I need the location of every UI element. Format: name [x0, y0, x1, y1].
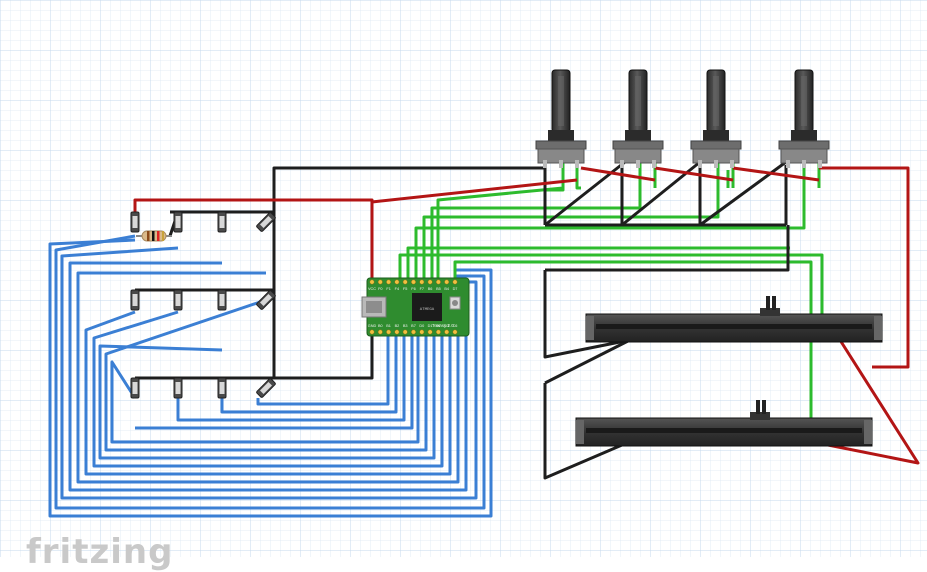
pin-label-top: B5: [436, 287, 441, 291]
pin-label-bottom: GND: [368, 324, 377, 328]
fritzing-logo: fritzing: [26, 532, 174, 572]
rotary-potentiometer[interactable]: [690, 69, 742, 168]
chip-label: ATMEGA: [420, 308, 435, 312]
slide-potentiometer-bottom[interactable]: [575, 400, 873, 447]
board-pin: [369, 279, 375, 285]
push-button[interactable]: [130, 377, 140, 399]
pin-label-top: F1: [386, 287, 390, 291]
pin-label-bottom: B1: [386, 324, 391, 328]
board-pin: [411, 329, 416, 335]
pin-label-bottom: B2: [395, 324, 400, 328]
pin-label-bottom: B0: [378, 324, 383, 328]
pin-label-bottom: D3: [444, 324, 449, 328]
push-button[interactable]: [217, 211, 227, 233]
resistor[interactable]: [136, 230, 172, 242]
green-wires: [398, 162, 824, 445]
blue-wires: [48, 234, 493, 518]
pin-label-top: F5: [403, 287, 407, 291]
board-pin: [394, 279, 400, 285]
board-pin: [394, 329, 400, 335]
board-pin: [427, 329, 433, 335]
board-pin: [419, 279, 425, 285]
board-pin: [435, 279, 441, 285]
pin-label-top: B6: [428, 287, 433, 291]
rotary-potentiometers: [535, 69, 830, 168]
push-button[interactable]: [256, 378, 276, 398]
board-pin: [386, 329, 392, 335]
push-button[interactable]: [130, 211, 140, 233]
pin-label-top: VCC: [368, 287, 376, 291]
pin-label-top: F0: [378, 287, 382, 291]
breadboard-canvas[interactable]: ATMEGA Teensy 2.0 VCCF0F1F4F5F6F7B6B5B4D…: [0, 0, 927, 557]
push-button[interactable]: [256, 290, 276, 310]
board-pin: [427, 279, 433, 285]
push-button[interactable]: [173, 211, 183, 233]
rotary-potentiometer[interactable]: [778, 69, 830, 168]
pin-label-bottom: B3: [403, 324, 408, 328]
pin-label-bottom: D1: [428, 324, 433, 328]
board-pin: [411, 279, 416, 285]
pin-label-bottom: D0: [419, 324, 424, 328]
pin-label-top: F6: [411, 287, 415, 291]
pin-label-top: D7: [453, 287, 458, 291]
red-wires: [133, 166, 920, 465]
board-pin: [369, 329, 375, 335]
push-button[interactable]: [217, 377, 227, 399]
push-button[interactable]: [256, 212, 276, 232]
pin-label-bottom: B7: [411, 324, 416, 328]
push-button[interactable]: [130, 289, 140, 311]
pin-label-top: B4: [444, 287, 449, 291]
push-buttons: [130, 211, 276, 399]
board-pin: [419, 329, 425, 335]
board-pin: [377, 279, 383, 285]
board-pin: [444, 329, 450, 335]
board-pin: [402, 329, 408, 335]
board-pin: [452, 329, 458, 335]
pin-label-bottom: D2: [436, 324, 441, 328]
push-button[interactable]: [173, 377, 183, 399]
push-button[interactable]: [173, 289, 183, 311]
slide-potentiometer-top[interactable]: [585, 296, 883, 343]
pin-label-bottom: C6: [453, 324, 458, 328]
board-name: Teensy 2.0: [432, 323, 454, 328]
board-pin: [435, 329, 441, 335]
pin-label-top: F7: [420, 287, 424, 291]
board-pin: [377, 329, 383, 335]
board-pin: [444, 279, 450, 285]
push-button[interactable]: [217, 289, 227, 311]
pin-label-top: F4: [395, 287, 399, 291]
rotary-potentiometer[interactable]: [535, 69, 587, 168]
board-pin: [452, 279, 458, 285]
rotary-potentiometer[interactable]: [612, 69, 664, 168]
board-pin: [402, 279, 408, 285]
board-pin: [386, 279, 392, 285]
